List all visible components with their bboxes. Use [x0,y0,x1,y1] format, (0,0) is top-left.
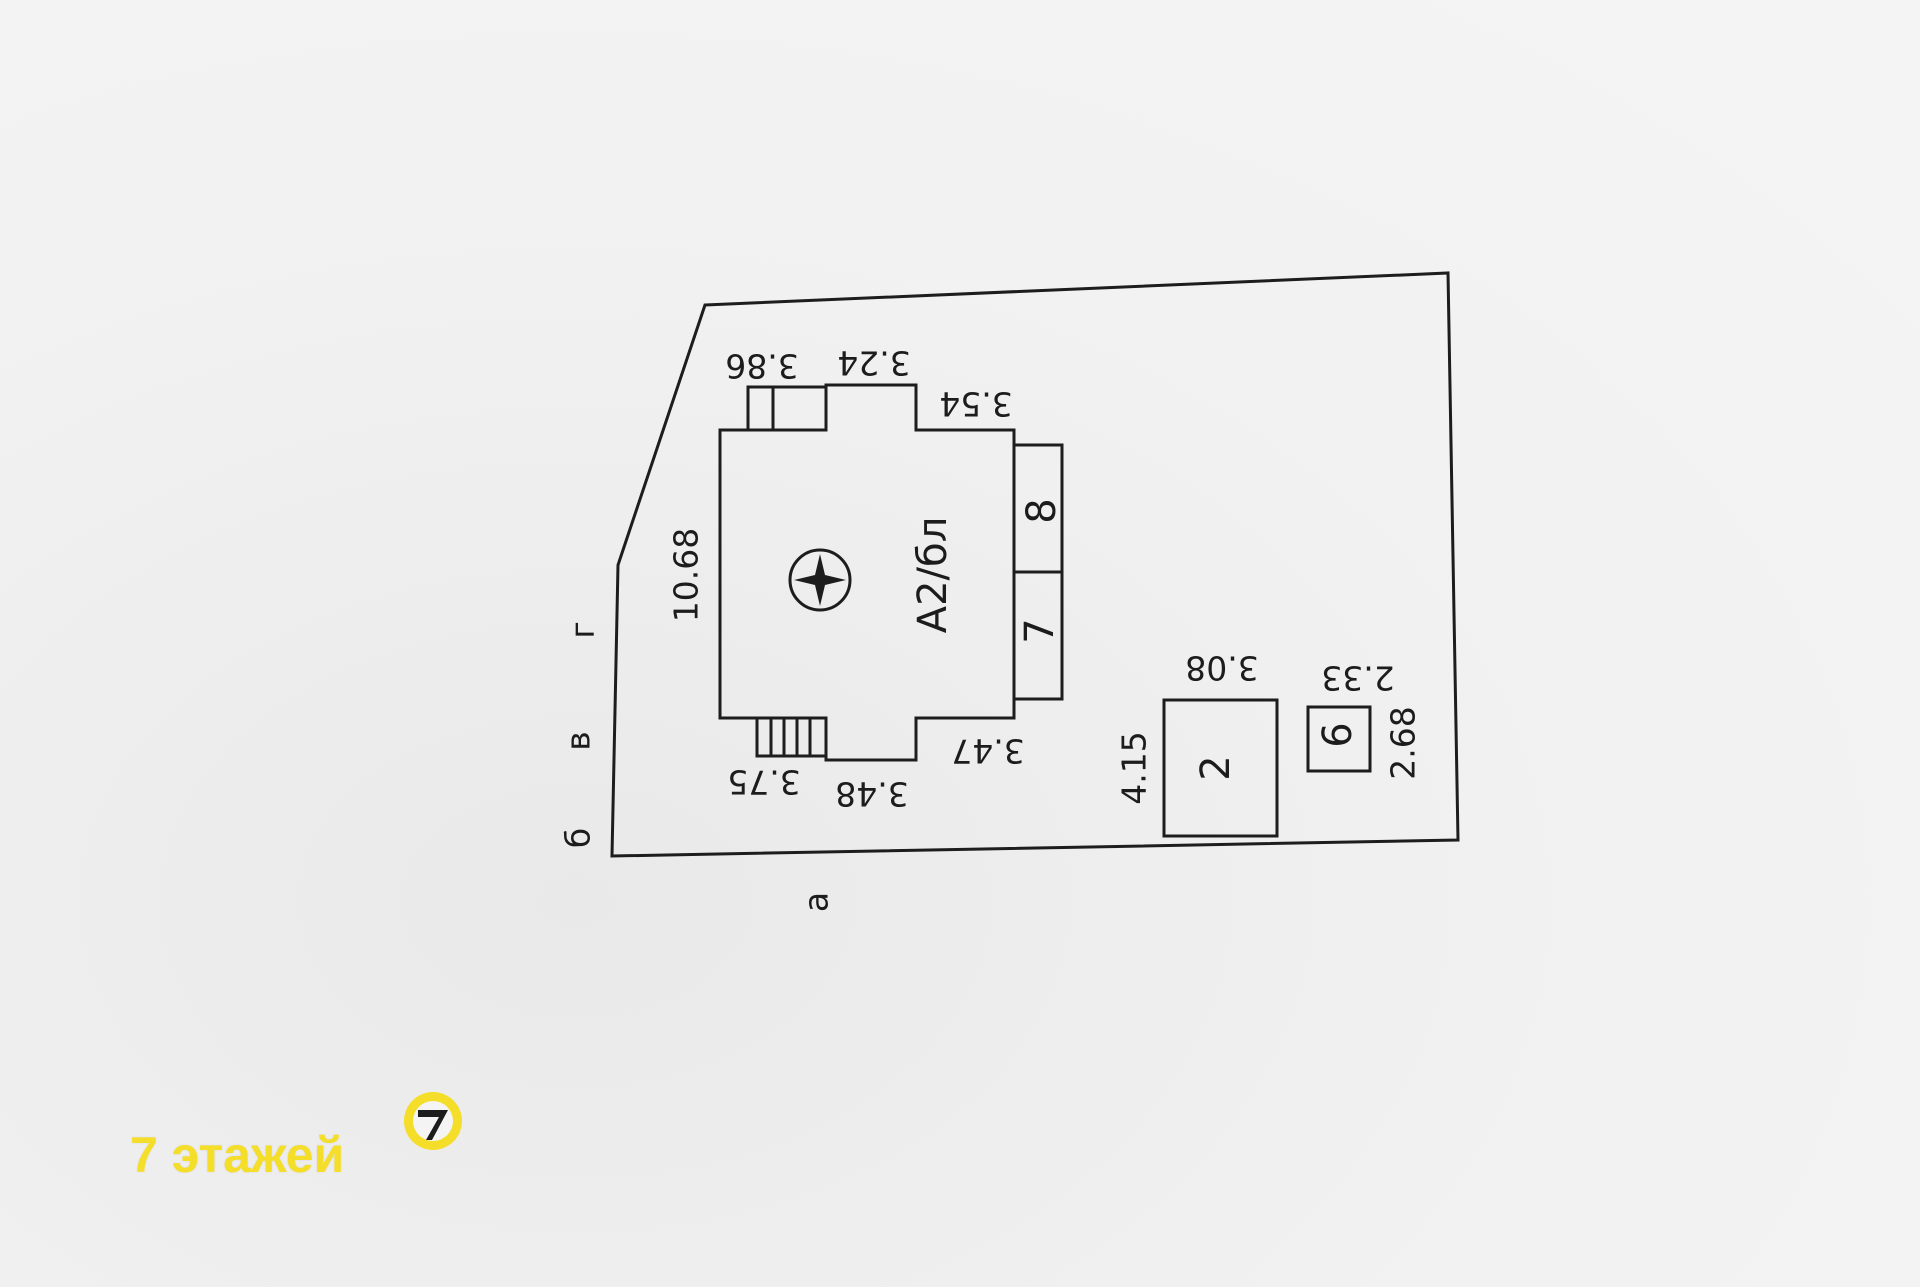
brand-watermark: 7 этажей [130,1090,480,1190]
dimension-3-86: 3.86 [725,347,798,386]
main-building-outline [718,383,1016,762]
boundary-point-g: г [563,621,602,638]
brand-text: 7 этажей [130,1127,345,1183]
compass-star-icon [788,548,852,612]
outbuilding-2 [1162,698,1279,838]
porch-steps [755,716,828,758]
annex-7-label: 7 [1017,618,1063,643]
boundary-point-a: а [797,892,836,912]
main-building-label: А2/бл [910,517,956,634]
outbuilding-2-label: 2 [1193,755,1239,780]
dimension-4-15: 4.15 [1115,731,1154,804]
dimension-2-33: 2.33 [1321,659,1394,698]
annex-8-label: 8 [1019,498,1065,523]
boundary-point-b: б [559,828,598,848]
dimension-3-75: 3.75 [727,763,800,802]
boundary-point-v: в [559,731,598,750]
dimension-3-08: 3.08 [1185,649,1258,688]
dimension-3-47: 3.47 [951,732,1024,771]
dimension-10-68: 10.68 [667,528,706,622]
annex-7 [1012,570,1064,701]
dimension-3-54: 3.54 [939,385,1012,424]
dimension-3-24: 3.24 [837,344,910,383]
plot-boundary [610,271,1460,858]
seven-floors-logo-icon [404,1092,462,1150]
outbuilding-6 [1306,705,1372,773]
dimension-2-68: 2.68 [1384,706,1423,779]
dimension-3-48: 3.48 [835,775,908,814]
outbuilding-6-label: 6 [1315,722,1361,747]
porch-top [746,385,828,432]
